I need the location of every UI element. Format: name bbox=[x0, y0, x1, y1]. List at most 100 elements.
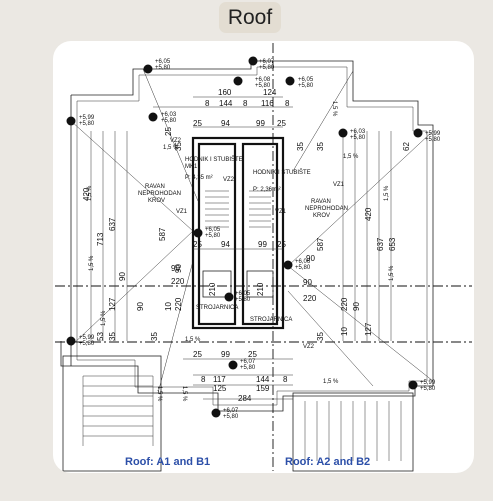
svg-text:+6,05: +6,05 bbox=[298, 77, 314, 83]
svg-text:90: 90 bbox=[136, 302, 145, 311]
svg-text:1,5 %: 1,5 % bbox=[181, 386, 187, 402]
svg-text:25: 25 bbox=[164, 127, 173, 136]
dimension-lines bbox=[90, 96, 392, 400]
svg-text:+6,05: +6,05 bbox=[235, 291, 251, 297]
svg-text:53: 53 bbox=[96, 332, 105, 341]
svg-text:35: 35 bbox=[174, 142, 183, 151]
svg-text:+6,08: +6,08 bbox=[255, 77, 271, 83]
svg-text:35: 35 bbox=[150, 332, 159, 341]
svg-text:RAVAN: RAVAN bbox=[311, 199, 331, 205]
svg-text:1,5 %: 1,5 % bbox=[156, 386, 162, 402]
svg-text:+5,80: +5,80 bbox=[79, 341, 95, 347]
svg-text:124: 124 bbox=[263, 88, 277, 97]
svg-text:8: 8 bbox=[201, 375, 206, 384]
svg-text:713: 713 bbox=[96, 232, 105, 246]
svg-text:NEPROHODAN: NEPROHODAN bbox=[305, 206, 348, 212]
svg-text:VZ1: VZ1 bbox=[176, 209, 188, 215]
svg-text:220: 220 bbox=[171, 277, 185, 286]
svg-text:+5,99: +5,99 bbox=[79, 115, 95, 121]
svg-text:220: 220 bbox=[303, 294, 317, 303]
svg-text:587: 587 bbox=[158, 227, 167, 241]
svg-text:8: 8 bbox=[285, 99, 290, 108]
svg-text:94: 94 bbox=[221, 240, 230, 249]
svg-text:+5,80: +5,80 bbox=[205, 233, 221, 239]
svg-text:+5,80: +5,80 bbox=[298, 83, 314, 89]
mid-dimensions: 25 94 99 25 bbox=[193, 240, 286, 249]
svg-text:+5,80: +5,80 bbox=[155, 65, 171, 71]
svg-text:P: 2,36 m²: P: 2,36 m² bbox=[253, 187, 281, 193]
svg-text:+6,07: +6,07 bbox=[240, 359, 256, 365]
room-labels: RAVAN NEPROHODAN KROV RAVAN NEPROHODAN K… bbox=[138, 156, 348, 323]
svg-text:10: 10 bbox=[340, 327, 349, 336]
svg-text:90: 90 bbox=[118, 272, 127, 281]
top-dimensions: 160 124 8 144 8 116 8 25 94 99 25 bbox=[193, 88, 290, 128]
svg-text:220: 220 bbox=[340, 297, 349, 311]
slope-labels: 1,5 % 1,5 % 1,5 % 1,5 % 1,5 % 1,5 % 1,5 … bbox=[87, 101, 395, 402]
svg-text:+5,99: +5,99 bbox=[79, 335, 95, 341]
svg-text:144: 144 bbox=[256, 375, 270, 384]
level-markers bbox=[66, 56, 423, 418]
roof-plan-drawing: +6,05 +5,80 +6,07 +5,80 +6,08 +5,80 +6,0… bbox=[55, 43, 472, 472]
vz-labels: VZ2 VZ2 VZ1 VZ1 VZ1 VZ2 bbox=[170, 138, 345, 350]
svg-text:VZ2: VZ2 bbox=[170, 138, 182, 144]
svg-text:637: 637 bbox=[108, 217, 117, 231]
svg-text:+6,05: +6,05 bbox=[205, 227, 221, 233]
svg-text:160: 160 bbox=[218, 88, 232, 97]
svg-text:90: 90 bbox=[306, 254, 315, 263]
svg-text:HODNIK I STUBIŠTE: HODNIK I STUBIŠTE bbox=[185, 156, 243, 163]
svg-text:+6,05: +6,05 bbox=[155, 59, 171, 65]
svg-text:25: 25 bbox=[277, 119, 286, 128]
svg-text:210: 210 bbox=[208, 282, 217, 296]
svg-text:117: 117 bbox=[213, 375, 226, 384]
svg-text:25: 25 bbox=[248, 350, 257, 359]
svg-text:99: 99 bbox=[256, 119, 265, 128]
svg-text:MK1: MK1 bbox=[185, 164, 198, 170]
svg-text:90: 90 bbox=[303, 278, 312, 287]
svg-text:90: 90 bbox=[352, 302, 361, 311]
svg-text:637: 637 bbox=[376, 237, 385, 251]
svg-text:35: 35 bbox=[316, 142, 325, 151]
svg-text:HODNIK I STUBIŠTE: HODNIK I STUBIŠTE bbox=[253, 169, 311, 176]
svg-text:+5,99: +5,99 bbox=[420, 380, 436, 386]
roof-outline bbox=[60, 60, 434, 412]
svg-text:+5,80: +5,80 bbox=[425, 137, 441, 143]
svg-text:+5,80: +5,80 bbox=[420, 386, 436, 392]
svg-text:+6,07: +6,07 bbox=[259, 59, 275, 65]
svg-text:1,5 %: 1,5 % bbox=[389, 265, 395, 281]
svg-text:+5,80: +5,80 bbox=[235, 297, 251, 303]
svg-text:125: 125 bbox=[213, 384, 227, 393]
svg-text:1,5 %: 1,5 % bbox=[323, 379, 339, 385]
bottom-terrace-left bbox=[62, 355, 162, 472]
svg-text:90: 90 bbox=[171, 264, 180, 273]
level-labels: +6,05 +5,80 +6,07 +5,80 +6,08 +5,80 +6,0… bbox=[79, 59, 441, 420]
svg-text:VZ2: VZ2 bbox=[303, 344, 315, 350]
svg-text:+5,80: +5,80 bbox=[79, 121, 95, 127]
svg-text:P: 4,35 m²: P: 4,35 m² bbox=[185, 175, 213, 181]
svg-text:159: 159 bbox=[256, 384, 270, 393]
slope-lines bbox=[70, 68, 434, 394]
svg-text:STROJARNICA: STROJARNICA bbox=[250, 317, 292, 323]
left-vertical-dimensions: 713 637 420 587 127 90 90 35 53 35 10 22… bbox=[82, 127, 183, 341]
svg-text:8: 8 bbox=[283, 375, 288, 384]
svg-text:STROJARNICA: STROJARNICA bbox=[196, 305, 238, 311]
svg-text:35: 35 bbox=[296, 142, 305, 151]
page-title: Roof bbox=[219, 2, 281, 33]
svg-text:116: 116 bbox=[261, 99, 274, 108]
svg-text:35: 35 bbox=[316, 332, 325, 341]
svg-text:99: 99 bbox=[258, 240, 267, 249]
svg-text:+5,80: +5,80 bbox=[350, 135, 366, 141]
svg-text:1,5 %: 1,5 % bbox=[185, 337, 201, 343]
svg-text:1,5 %: 1,5 % bbox=[87, 185, 93, 201]
svg-text:1,5 %: 1,5 % bbox=[163, 145, 179, 151]
svg-text:1,5 %: 1,5 % bbox=[331, 101, 337, 117]
bottom-terrace-right bbox=[292, 392, 414, 472]
svg-text:NEPROHODAN: NEPROHODAN bbox=[138, 191, 181, 197]
svg-text:25: 25 bbox=[193, 119, 202, 128]
svg-text:VZ1: VZ1 bbox=[333, 182, 345, 188]
svg-text:144: 144 bbox=[219, 99, 233, 108]
svg-text:+6,03: +6,03 bbox=[350, 129, 366, 135]
svg-text:KROV: KROV bbox=[313, 213, 330, 219]
svg-text:RAVAN: RAVAN bbox=[145, 184, 165, 190]
svg-text:99: 99 bbox=[221, 350, 230, 359]
caption-left: Roof: A1 and B1 bbox=[125, 456, 210, 468]
